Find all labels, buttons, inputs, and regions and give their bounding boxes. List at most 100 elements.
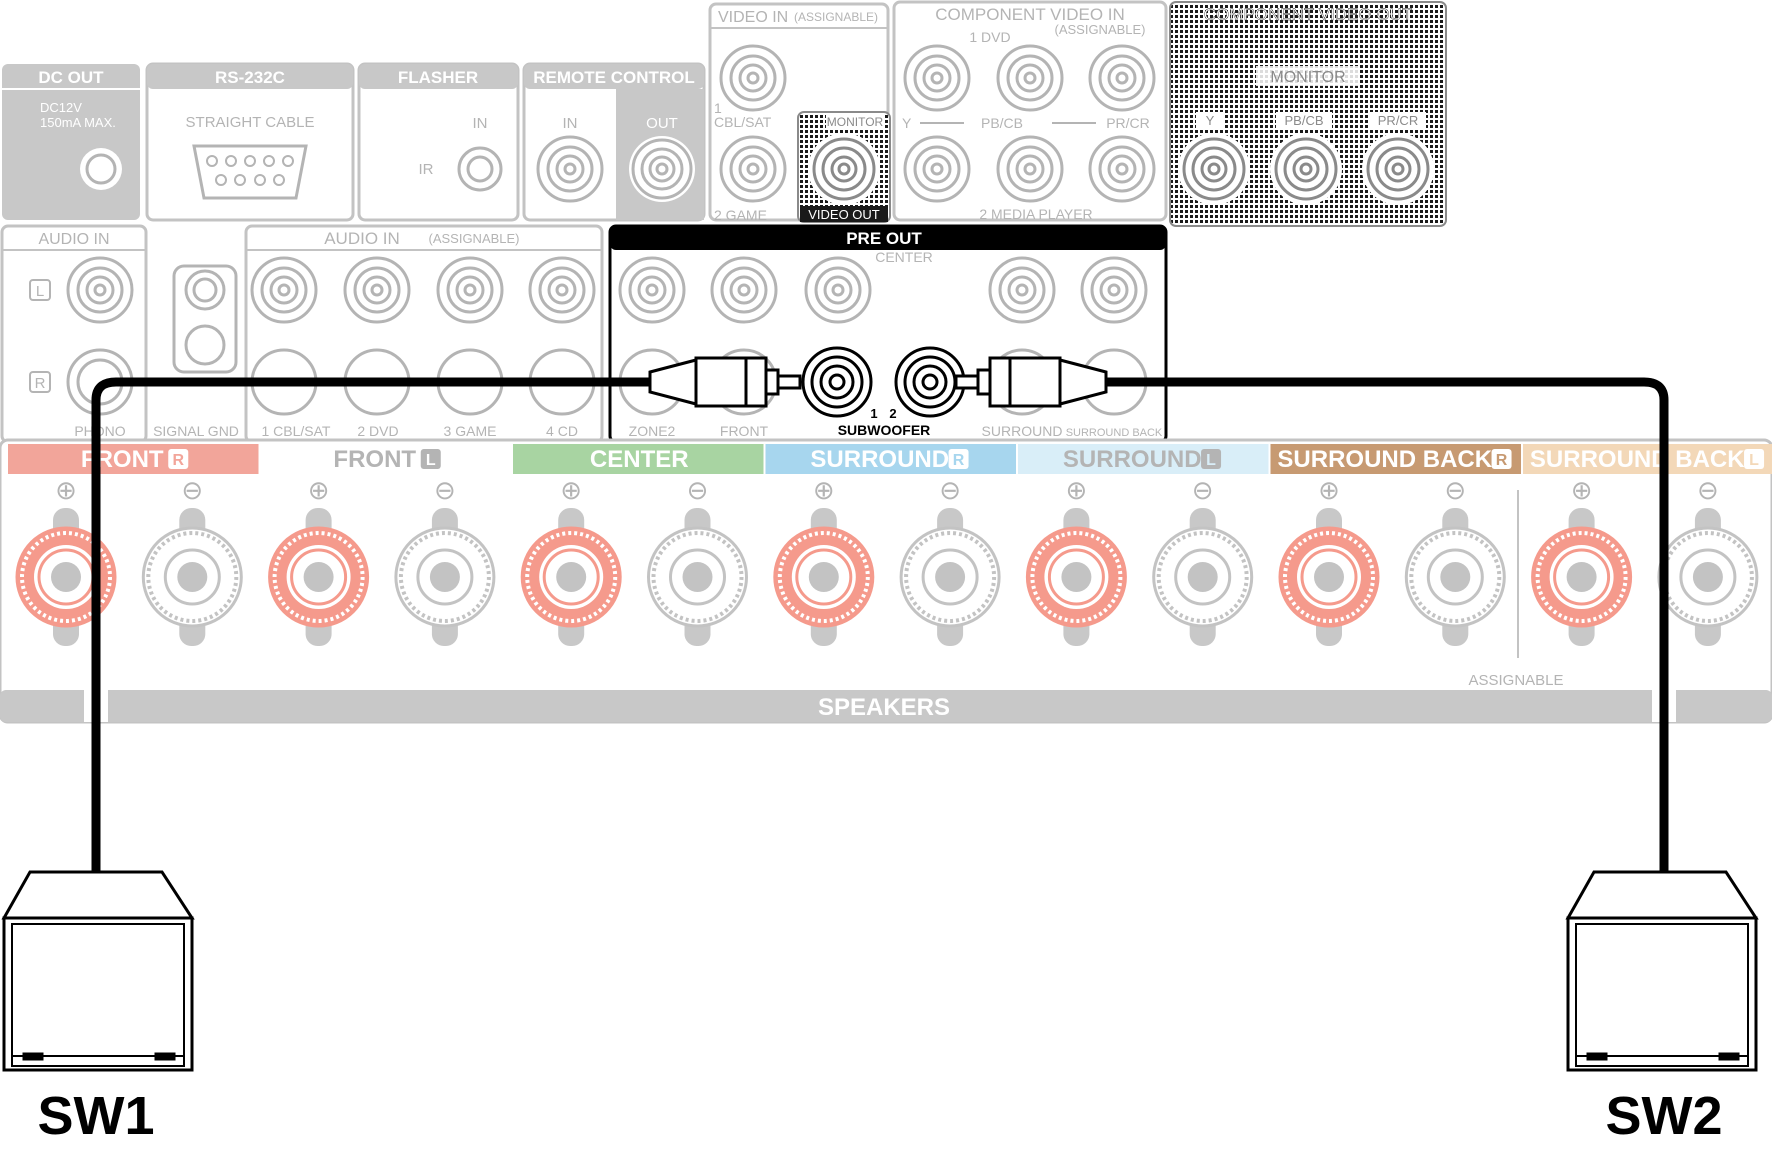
flasher-jack[interactable] (457, 146, 503, 192)
audio-in-l: L (36, 283, 44, 300)
speakers-footer: SPEAKERS (818, 694, 950, 721)
flasher-title: FLASHER (398, 68, 478, 87)
speaker-terminal-7[interactable]: ⊖ (899, 475, 1001, 646)
component-in-y: Y (902, 115, 912, 131)
speaker-badge-0: R (172, 452, 184, 469)
minus-symbol: ⊖ (939, 475, 961, 505)
component-in-section: COMPONENT VIDEO IN 1 DVD (ASSIGNABLE) Y … (892, 0, 1168, 222)
dc-out-spec-1: DC12V (40, 100, 82, 115)
plus-symbol: ⊕ (308, 475, 330, 505)
plus-symbol: ⊕ (1066, 475, 1088, 505)
assignable-label: ASSIGNABLE (1468, 672, 1563, 689)
plus-symbol: ⊕ (55, 475, 77, 505)
speaker-terminal-9[interactable]: ⊖ (1152, 475, 1254, 646)
audio-in-assignable-section: AUDIO IN (ASSIGNABLE) 1 CBL/SAT 2 DVD 3 … (244, 224, 604, 444)
subwoofer-jack-1[interactable] (801, 346, 873, 418)
speaker-terminal-1[interactable]: ⊖ (141, 475, 243, 646)
speaker-badge-5: R (1496, 452, 1508, 469)
plus-symbol: ⊕ (1571, 475, 1593, 505)
speaker-terminal-10[interactable]: ⊕ (1278, 475, 1380, 646)
speaker-badge-3: R (953, 452, 965, 469)
speaker-terminal-8[interactable]: ⊕ (1025, 475, 1127, 646)
speaker-terminal-2[interactable]: ⊕ (268, 475, 370, 646)
sw1-cable (91, 377, 650, 872)
flasher-ir-label: IR (419, 161, 434, 178)
remote-out-jack[interactable] (631, 138, 693, 200)
pre-out-sub-1: 1 (870, 406, 877, 421)
audio-in-phono-section: AUDIO IN L R PHONO (0, 224, 148, 444)
flasher-section: FLASHER IN IR (357, 62, 520, 222)
remote-control-title: REMOTE CONTROL (533, 68, 695, 87)
remote-out-label: OUT (646, 115, 678, 132)
component-out-y: Y (1206, 113, 1215, 128)
speaker-badge-1: L (426, 452, 436, 469)
remote-control-section: REMOTE CONTROL IN OUT (522, 62, 706, 222)
dc-out-section: DC OUT DC12V 150mA MAX. (2, 64, 140, 220)
remote-in-jack[interactable] (536, 135, 604, 203)
signal-gnd-label: SIGNAL GND (153, 423, 239, 439)
component-in-pb: PB/CB (981, 115, 1023, 131)
pre-out-surround: SURROUND (982, 423, 1063, 439)
speaker-terminal-12[interactable]: ⊕ (1531, 475, 1633, 646)
minus-symbol: ⊖ (434, 475, 456, 505)
sw1-label: SW1 (37, 1086, 154, 1146)
rca-plug-2 (954, 356, 1108, 408)
minus-symbol: ⊖ (687, 475, 709, 505)
speaker-terminal-13[interactable]: ⊖ (1657, 475, 1759, 646)
audio-in-r: R (35, 375, 46, 392)
minus-symbol: ⊖ (1192, 475, 1214, 505)
plus-symbol: ⊕ (1318, 475, 1340, 505)
subwoofer-cables (91, 377, 1669, 872)
component-out-pr: PR/CR (1378, 113, 1418, 128)
pre-out-front: FRONT (720, 423, 769, 439)
component-out-pb: PB/CB (1284, 113, 1323, 128)
pre-out-center: CENTER (875, 249, 933, 265)
pre-out-zone2: ZONE2 (629, 423, 676, 439)
speaker-terminal-5[interactable]: ⊖ (647, 475, 748, 646)
video-out-label: VIDEO OUT (808, 207, 880, 222)
video-in-subtitle: (ASSIGNABLE) (794, 10, 878, 24)
speaker-terminal-4[interactable]: ⊕ (520, 475, 622, 646)
minus-symbol: ⊖ (1444, 475, 1466, 505)
component-out-jacks[interactable] (1182, 137, 1430, 201)
remote-in-label: IN (563, 115, 578, 132)
component-in-2: 2 MEDIA PLAYER (979, 206, 1092, 222)
speaker-label-5: SURROUND BACK (1277, 446, 1492, 473)
sw2-cable (1106, 377, 1669, 872)
audio-in-assignable-title: AUDIO IN (324, 229, 400, 248)
video-out-jack[interactable] (812, 137, 876, 201)
speaker-terminal-0[interactable]: ⊕ (15, 475, 117, 646)
plus-symbol: ⊕ (560, 475, 582, 505)
subwoofer-sw1 (1, 870, 195, 1072)
video-out-monitor: MONITOR (827, 115, 884, 129)
speaker-terminal-6[interactable]: ⊕ (773, 475, 875, 646)
rs232c-port[interactable] (192, 144, 308, 200)
speaker-badge-4: L (1206, 452, 1216, 469)
subwoofer-sw2 (1565, 870, 1759, 1072)
video-out-section: MONITOR VIDEO OUT (797, 111, 891, 223)
video-in-title: VIDEO IN (718, 9, 788, 26)
video-in-1: 1 (714, 100, 722, 116)
component-in-subtitle: (ASSIGNABLE) (1054, 22, 1145, 37)
sw2-label: SW2 (1605, 1086, 1722, 1146)
component-in-title: COMPONENT VIDEO IN (935, 5, 1125, 24)
speaker-label-4: SURROUND (1063, 446, 1202, 473)
rs232c-caption: STRAIGHT CABLE (186, 114, 315, 131)
component-out-section: COMPONENT VIDEO OUT MONITOR Y PB/CB PR/C… (1169, 1, 1447, 227)
speaker-badge-6: L (1749, 452, 1759, 469)
pre-out-surround-back: SURROUND BACK (1066, 427, 1163, 439)
audio-in-3: 3 GAME (444, 423, 497, 439)
speaker-terminal-3[interactable]: ⊖ (394, 475, 496, 646)
video-in-2: 2 GAME (714, 207, 767, 223)
pre-out-section: PRE OUT CENTER ZONE2 FRONT 1 2 SUBWOOFER… (608, 224, 1168, 444)
component-out-title: COMPONENT VIDEO OUT (1204, 5, 1412, 24)
speaker-terminal-11[interactable]: ⊖ (1404, 475, 1506, 646)
signal-gnd: SIGNAL GND (153, 264, 239, 439)
pre-out-subwoofer: SUBWOOFER (838, 422, 931, 438)
